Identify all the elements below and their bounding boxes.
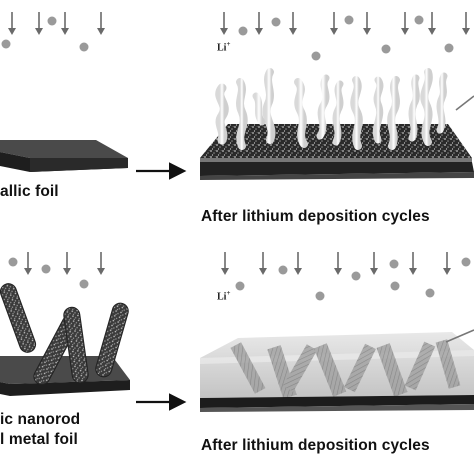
lithium-ion-dot-icon <box>278 265 288 275</box>
nanorod <box>230 342 266 394</box>
down-arrow-icon <box>409 252 417 275</box>
lithium-ion-dot-icon <box>444 43 454 53</box>
dendrite <box>408 74 420 142</box>
dendrite <box>350 76 363 150</box>
caption-bottom-left-line1: ic nanorod <box>0 411 81 428</box>
ion-charge: + <box>226 289 231 297</box>
lithium-ion-dot-icon <box>271 17 281 27</box>
down-arrow-icon <box>462 12 470 35</box>
dendrite <box>316 74 330 140</box>
dendrite <box>372 76 384 144</box>
down-arrow-icon <box>259 252 267 275</box>
nanorod <box>95 302 129 378</box>
pointer-line-icon <box>445 329 474 343</box>
dendrite <box>262 68 276 144</box>
down-arrow-icon <box>334 252 342 275</box>
caption-top-right: After lithium deposition cycles <box>201 208 430 225</box>
down-arrow-icon <box>220 12 228 35</box>
lithium-ions-top-right <box>238 15 454 61</box>
down-arrow-icon <box>63 252 71 275</box>
lithium-ion-dot-icon <box>79 42 89 52</box>
dendrite <box>294 78 308 148</box>
metal-foil-substrate <box>0 140 128 172</box>
nanorod <box>282 344 318 392</box>
bottom-left-panel <box>0 252 130 396</box>
down-arrow-icon <box>428 12 436 35</box>
dendrite <box>332 80 344 146</box>
ion-symbol: Li <box>217 42 227 54</box>
down-arrow-icon <box>35 12 43 35</box>
lithium-dendrites <box>215 68 448 150</box>
bottom-right-panel <box>200 252 474 412</box>
dendrite <box>420 68 433 146</box>
down-arrow-icon <box>443 252 451 275</box>
dendrite <box>387 76 400 150</box>
lithium-ion-dot-icon <box>315 291 325 301</box>
down-arrow-icon <box>294 252 302 275</box>
lithium-ion-dot-icon <box>344 15 354 25</box>
down-arrow-icon <box>97 12 105 35</box>
down-arrow-icon <box>61 12 69 35</box>
nanorods <box>0 283 129 385</box>
down-arrow-icon <box>255 12 263 35</box>
lithium-ion-label-top: Li+ <box>217 40 230 53</box>
lithium-ion-dot-icon <box>41 264 51 274</box>
dendrite <box>215 83 229 145</box>
lithium-ions-bottom-right <box>235 257 471 301</box>
top-right-panel <box>200 12 474 180</box>
lithium-ion-dot-icon <box>8 257 18 267</box>
lithium-ion-label-bottom: Li+ <box>217 289 230 302</box>
down-arrow-icon <box>401 12 409 35</box>
ion-flux-top-right <box>220 12 470 35</box>
caption-bottom-right: After lithium deposition cycles <box>201 437 430 454</box>
lithium-ion-dot-icon <box>425 288 435 298</box>
lithium-ion-dot-icon <box>79 279 89 289</box>
nanorod <box>404 341 436 391</box>
lithium-ions-top-left <box>1 16 89 52</box>
dendrite <box>436 72 448 134</box>
nanorod <box>376 343 408 397</box>
lithium-ion-dot-icon <box>390 281 400 291</box>
down-arrow-icon <box>221 252 229 275</box>
lithium-ion-dot-icon <box>461 257 471 267</box>
lithium-ion-dot-icon <box>414 15 424 25</box>
down-arrow-icon <box>363 12 371 35</box>
lithium-ion-dot-icon <box>1 39 11 49</box>
down-arrow-icon <box>8 12 16 35</box>
ion-flux-bottom-left <box>24 252 105 275</box>
dendrite <box>236 78 248 150</box>
down-arrow-icon <box>330 12 338 35</box>
uniform-lithium-layer <box>200 332 474 412</box>
lithium-ion-dot-icon <box>381 44 391 54</box>
lithium-ion-dot-icon <box>238 26 248 36</box>
down-arrow-icon <box>24 252 32 275</box>
down-arrow-icon <box>289 12 297 35</box>
lithium-ion-dot-icon <box>389 259 399 269</box>
lithium-ion-dot-icon <box>351 271 361 281</box>
caption-top-left: allic foil <box>0 183 59 200</box>
nanorod <box>0 283 37 353</box>
top-left-panel <box>0 12 128 172</box>
nanorod <box>344 343 376 393</box>
caption-bottom-left-line2: l metal foil <box>0 431 78 448</box>
nanorod <box>63 306 89 384</box>
embedded-nanorods <box>230 339 461 399</box>
down-arrow-icon <box>370 252 378 275</box>
down-arrow-icon <box>97 252 105 275</box>
lithium-ion-dot-icon <box>47 16 57 26</box>
dendrite <box>252 92 266 126</box>
pointer-line-icon <box>455 95 474 111</box>
lithium-ion-dot-icon <box>311 51 321 61</box>
nanorod <box>435 339 461 389</box>
lithium-ion-dot-icon <box>235 281 245 291</box>
nanorod <box>313 343 347 397</box>
ion-flux-top-left <box>8 12 105 35</box>
ion-flux-bottom-right <box>221 252 451 275</box>
ion-charge: + <box>226 40 231 48</box>
ion-symbol: Li <box>217 291 227 303</box>
